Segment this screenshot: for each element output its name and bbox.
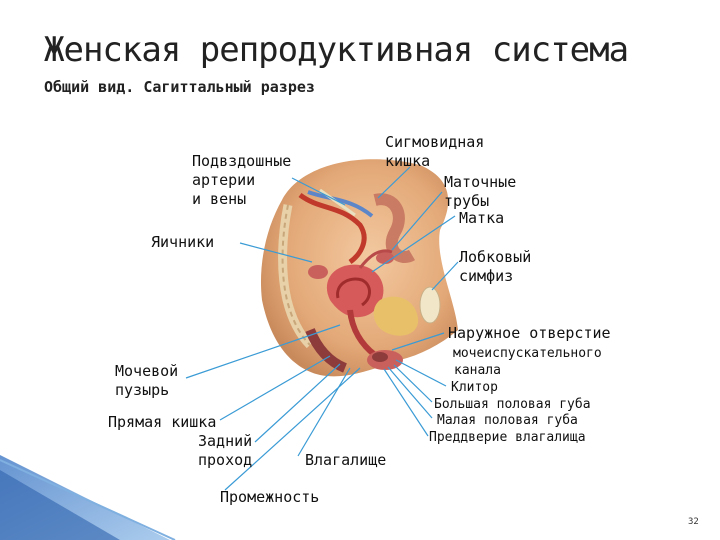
leader-anus [254,363,341,443]
label-iliac-line3: и вены [192,190,247,208]
leader-clitoris [395,359,447,387]
label-urethral-line3: канала [454,363,501,378]
label-urethral-continued: мочеиспускательного канала [453,345,602,379]
label-tubes-line1: Маточные [444,173,517,191]
label-bladder: Мочевой пузырь [115,362,178,400]
label-uterus: Матка [459,209,505,227]
leader-iliac [291,177,346,206]
corner-decoration [0,455,176,540]
page-number: 32 [688,517,699,527]
leader-ovaries [239,242,313,263]
label-fallopian-tubes: Маточные трубы [444,173,516,211]
leader-perineum [224,367,361,491]
leader-tubes [391,191,443,251]
label-vagina: Влагалище [305,451,387,469]
label-vestibule: Преддверие влагалища [429,430,586,445]
label-urethral-line2: мочеиспускательного [453,346,602,361]
label-bladder-line2: пузырь [115,381,170,399]
leader-labia-minor [387,366,433,419]
label-symphysis-line1: Лобковый [459,248,532,266]
leader-sigmoid [377,166,411,199]
label-labia-majora: Большая половая губа [434,397,591,412]
label-iliac-line2: артерии [192,171,256,189]
label-sigmoid-colon: Сигмовидная кишка [385,133,484,171]
label-iliac-line1: Подвздошные [192,152,292,170]
label-symphysis-line2: симфиз [459,267,514,285]
label-anus: Задний проход [198,432,252,470]
label-labia-minora: Малая половая губа [437,413,578,428]
leader-uterus [371,215,456,273]
label-bladder-line1: Мочевой [115,362,179,380]
leader-lines [185,166,459,491]
leader-bladder [185,324,341,379]
label-ovaries: Яичники [151,233,215,251]
label-clitoris: Клитор [451,380,498,395]
label-anus-line2: проход [198,451,253,469]
label-anus-line1: Задний [198,432,253,450]
label-sigmoid-line1: Сигмовидная [385,133,485,151]
leader-rectum [219,355,331,421]
leader-symphysis [431,261,459,291]
leader-urethral [391,332,445,351]
label-pubic-symphysis: Лобковый симфиз [459,248,531,286]
label-urethral-opening: Наружное отверстие [448,324,611,342]
leader-vestibule [383,368,429,437]
label-tubes-line2: трубы [444,192,490,210]
page-title: Женская репродуктивная система [44,30,629,70]
label-sigmoid-line2: кишка [385,152,431,170]
page-subtitle: Общий вид. Сагиттальный разрез [44,78,315,96]
label-perineum: Промежность [220,488,320,506]
label-iliac-vessels: Подвздошные артерии и вены [192,152,291,209]
leader-labia-major [393,364,433,403]
leader-vagina [297,367,351,457]
label-rectum: Прямая кишка [108,413,217,431]
pelvis-section [260,159,458,377]
